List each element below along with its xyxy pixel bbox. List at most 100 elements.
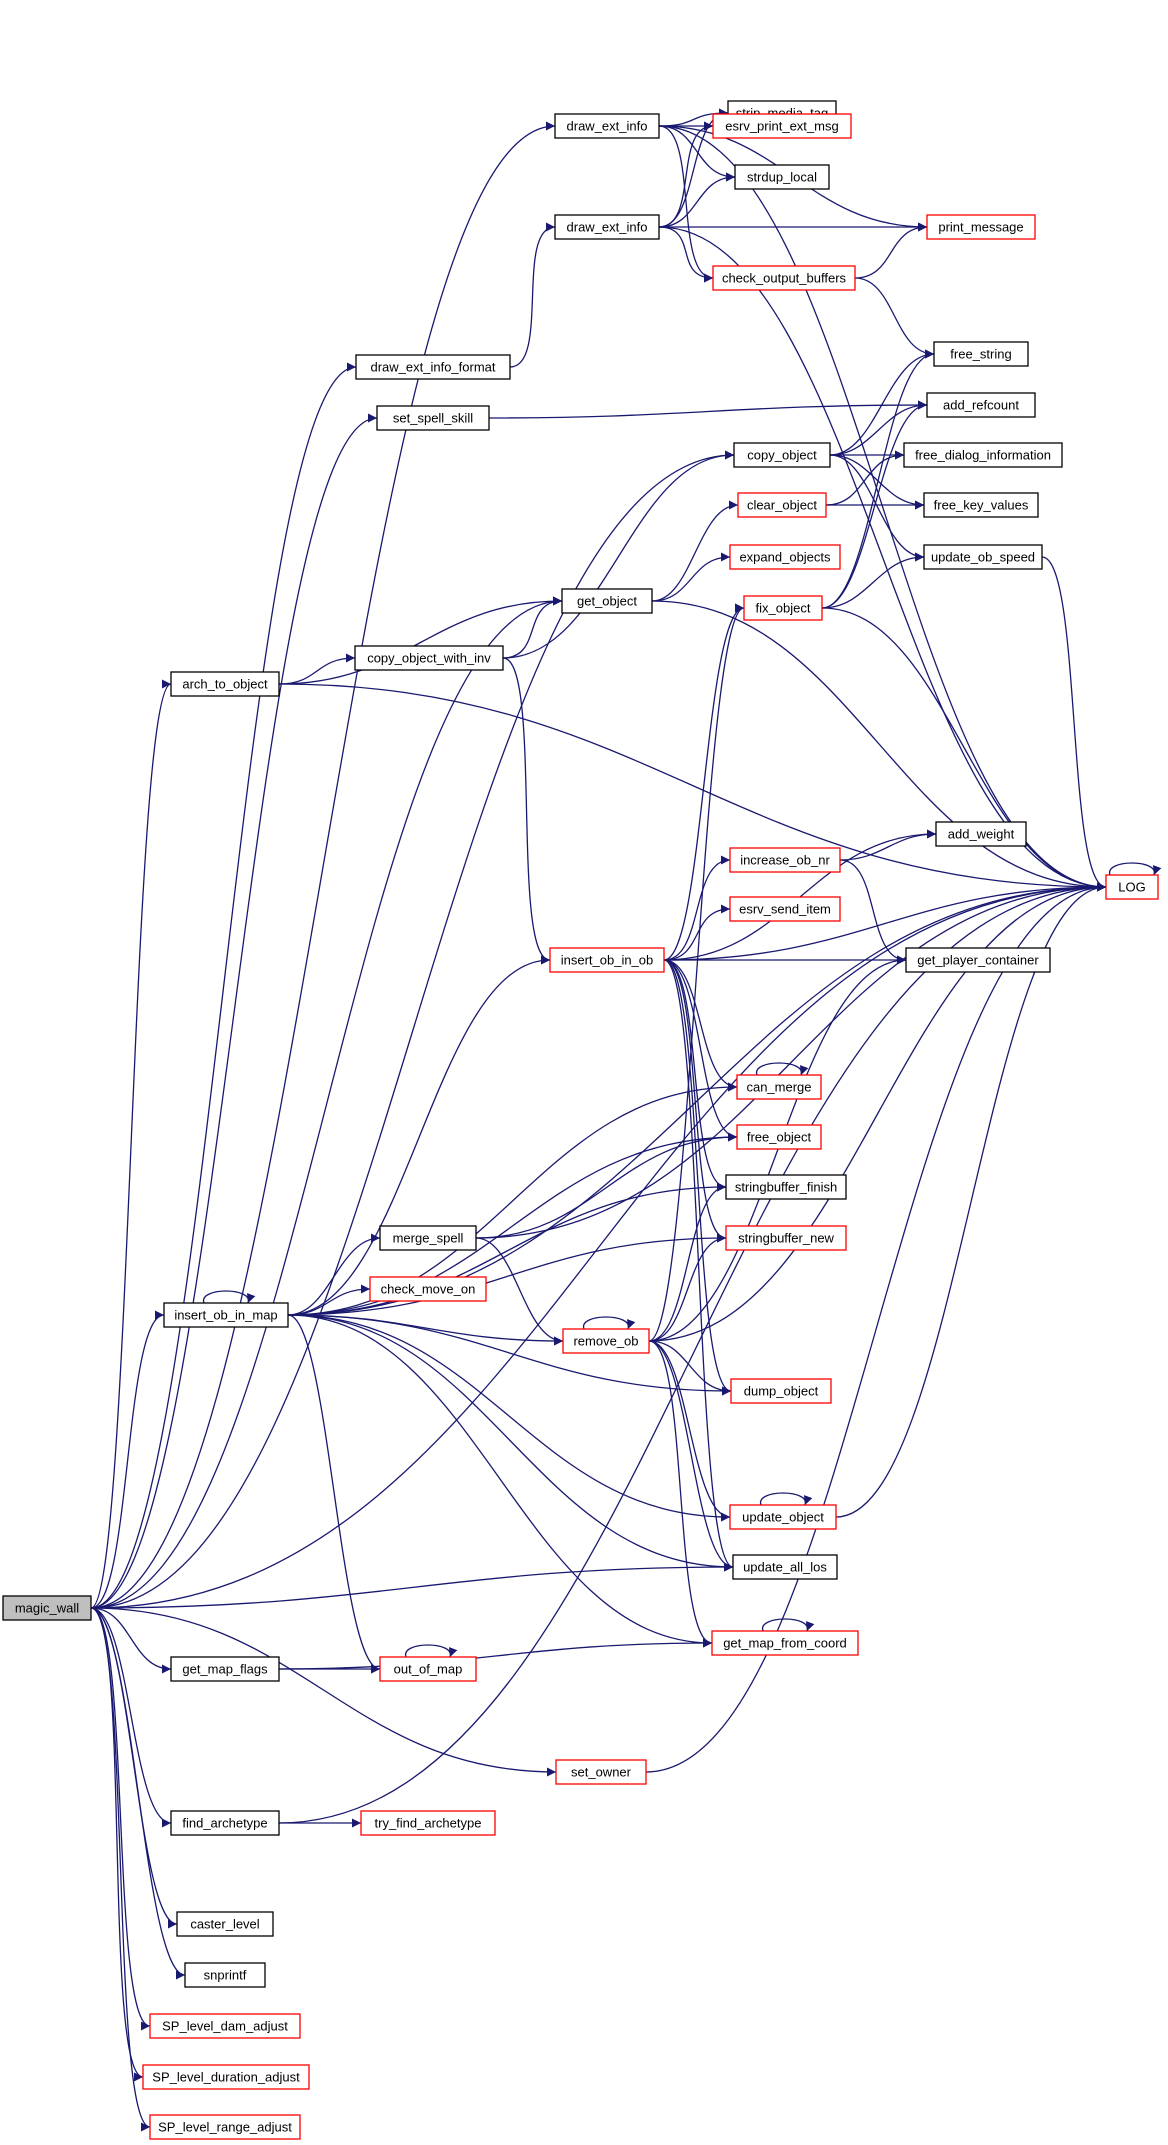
node-fix-object[interactable]: fix_object — [743, 595, 823, 621]
node-box — [163, 1302, 289, 1328]
edge-fix_object-to-add_refcount — [821, 400, 928, 609]
node-label: draw_ext_info_format — [370, 360, 495, 375]
node-box — [905, 947, 1051, 973]
node-insert-ob-in-ob[interactable]: insert_ob_in_ob — [549, 947, 665, 973]
node-label: free_key_values — [934, 498, 1029, 513]
edge-get_map_flags-to-get_map_from_coord — [278, 1638, 713, 1670]
edge-find_archetype-to-LOG — [278, 882, 1107, 1824]
node-update-object[interactable]: update_object — [729, 1504, 837, 1530]
node-set-owner[interactable]: set_owner — [555, 1759, 647, 1785]
node-expand-objects[interactable]: expand_objects — [729, 544, 841, 570]
node-update-ob-speed[interactable]: update_ob_speed — [923, 544, 1043, 570]
edge-insert_ob_in_map-to-update_object — [287, 1314, 731, 1522]
edge-arch_to_object-to-copy_object_with_inv — [278, 653, 356, 685]
node-print-message[interactable]: print_message — [926, 214, 1036, 240]
node-box — [176, 1911, 274, 1937]
node-box — [730, 1378, 832, 1404]
node-free-dialog-information[interactable]: free_dialog_information — [903, 442, 1063, 468]
node-box — [926, 392, 1036, 418]
node-layer: magic_wall draw_ext_info draw_ext_infostri… — [2, 100, 1159, 2140]
node-set-spell-skill[interactable]: set_spell_skill — [376, 405, 490, 431]
edge-clear_object-to-free_dialog_information — [825, 450, 905, 506]
edge-magic_wall-to-set_spell_skill — [90, 413, 378, 1609]
node-label: check_move_on — [381, 1282, 476, 1297]
node-out-of-map[interactable]: out_of_map — [379, 1656, 477, 1682]
node-label: get_player_container — [917, 953, 1039, 968]
node-magic-wall[interactable]: magic_wall — [2, 1595, 92, 1621]
node-box — [736, 1074, 822, 1100]
node-free-key-values[interactable]: free_key_values — [923, 492, 1039, 518]
node-box — [369, 1276, 487, 1302]
node-label: try_find_archetype — [375, 1816, 482, 1831]
node-label: draw_ext_info — [567, 119, 648, 134]
node-free-string[interactable]: free_string — [933, 341, 1029, 367]
node-update-all-los[interactable]: update_all_los — [732, 1554, 838, 1580]
node-get-object[interactable]: get_object — [561, 588, 653, 614]
node-box — [729, 847, 841, 873]
edge-copy_object_with_inv-to-copy_object — [502, 450, 735, 659]
node-esrv-send-item[interactable]: esrv_send_item — [729, 896, 841, 922]
node-LOG[interactable]: LOG — [1105, 874, 1159, 900]
edge-insert_ob_in_map-to-out_of_map — [287, 1314, 381, 1674]
node-label: SP_level_duration_adjust — [152, 2070, 300, 2085]
node-increase-ob-nr[interactable]: increase_ob_nr — [729, 847, 841, 873]
node-box — [737, 492, 827, 518]
node-find-archetype[interactable]: find_archetype — [170, 1810, 280, 1836]
node-merge-spell[interactable]: merge_spell — [379, 1225, 477, 1251]
node-box — [743, 595, 823, 621]
node-try-find-archetype[interactable]: try_find_archetype — [360, 1810, 496, 1836]
node-remove-ob[interactable]: remove_ob — [562, 1328, 650, 1354]
edge-insert_ob_in_map-to-get_map_from_coord — [287, 1314, 713, 1648]
node-get-map-from-coord[interactable]: get_map_from_coord — [711, 1630, 859, 1656]
edge-insert_ob_in_ob-to-dump_object — [663, 959, 732, 1396]
node-stringbuffer-finish[interactable]: stringbuffer_finish — [725, 1174, 847, 1200]
node-copy-object[interactable]: copy_object — [733, 442, 831, 468]
edge-magic_wall-to-SP_level_dam_adjust — [90, 1607, 151, 2031]
edge-fix_object-to-LOG — [821, 607, 1107, 892]
node-draw-ext-info2[interactable]: draw_ext_info — [554, 214, 660, 240]
edge-insert_ob_in_map-to-stringbuffer_finish — [287, 1182, 727, 1316]
node-add-refcount[interactable]: add_refcount — [926, 392, 1036, 418]
edge-remove_ob-to-get_map_from_coord — [648, 1340, 713, 1648]
node-strdup-local[interactable]: strdup_local — [734, 164, 830, 190]
node-box — [355, 354, 511, 380]
node-check-output-buffers[interactable]: check_output_buffers — [712, 265, 856, 291]
node-can-merge[interactable]: can_merge — [736, 1074, 822, 1100]
edge-magic_wall-to-insert_ob_in_map — [90, 1310, 165, 1609]
edge-insert_ob_in_ob-to-LOG — [663, 882, 1107, 961]
node-label: clear_object — [747, 498, 817, 513]
edge-draw_ext_info-to-LOG — [658, 125, 1107, 892]
node-SP-level-dam-adjust[interactable]: SP_level_dam_adjust — [149, 2013, 301, 2039]
node-box — [170, 1656, 280, 1682]
edge-remove_ob-to-update_object — [648, 1340, 731, 1522]
node-free-object[interactable]: free_object — [736, 1124, 822, 1150]
node-dump-object[interactable]: dump_object — [730, 1378, 832, 1404]
node-stringbuffer-new[interactable]: stringbuffer_new — [725, 1225, 847, 1251]
node-caster-level[interactable]: caster_level — [176, 1911, 274, 1937]
node-label: esrv_send_item — [739, 902, 831, 917]
node-box — [554, 113, 660, 139]
node-get-map-flags[interactable]: get_map_flags — [170, 1656, 280, 1682]
node-SP-level-range-adjust[interactable]: SP_level_range_adjust — [149, 2114, 301, 2140]
node-clear-object[interactable]: clear_object — [737, 492, 827, 518]
node-insert-ob-in-map[interactable]: insert_ob_in_map — [163, 1302, 289, 1328]
edge-insert_ob_in_ob-to-fix_object — [663, 603, 745, 961]
node-copy-object-with-inv[interactable]: copy_object_with_inv — [354, 645, 504, 671]
node-label: snprintf — [204, 1968, 247, 1983]
edge-fix_object-to-free_string — [821, 349, 935, 609]
node-snprintf[interactable]: snprintf — [184, 1962, 266, 1988]
edge-get_object-to-LOG — [651, 600, 1107, 892]
node-box — [562, 1328, 650, 1354]
node-draw-ext-info-format[interactable]: draw_ext_info_format — [355, 354, 511, 380]
node-box — [142, 2064, 310, 2090]
node-label: stringbuffer_finish — [735, 1180, 837, 1195]
node-check-move-on[interactable]: check_move_on — [369, 1276, 487, 1302]
node-draw-ext-info[interactable]: draw_ext_info — [554, 113, 660, 139]
node-label: get_map_from_coord — [723, 1636, 847, 1651]
node-get-player-container[interactable]: get_player_container — [905, 947, 1051, 973]
node-esrv-print-ext-msg[interactable]: esrv_print_ext_msg — [712, 113, 852, 139]
node-SP-level-duration-adjust[interactable]: SP_level_duration_adjust — [142, 2064, 310, 2090]
node-add-weight[interactable]: add_weight — [935, 821, 1027, 847]
node-arch-to-object[interactable]: arch_to_object — [170, 671, 280, 697]
node-box — [184, 1962, 266, 1988]
